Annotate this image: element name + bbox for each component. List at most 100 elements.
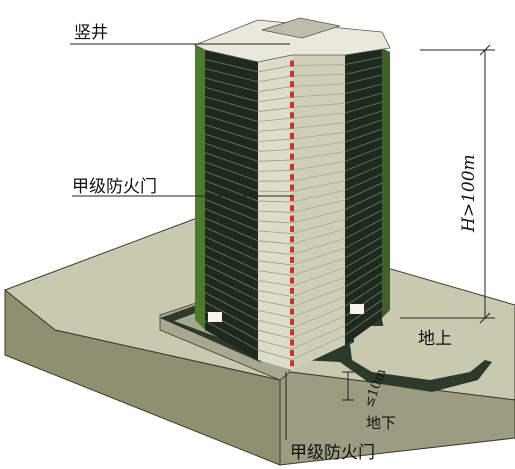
floor-line [291, 267, 346, 287]
shaft-fire-door [290, 308, 294, 315]
floor-line [344, 74, 383, 85]
floor-line [257, 270, 293, 276]
floor-line [204, 180, 259, 202]
floor-line [344, 281, 383, 307]
floor-line [291, 180, 346, 192]
floor-line [257, 349, 293, 360]
floor-line [344, 155, 383, 172]
shaft-fire-door [290, 174, 294, 181]
floor-line [204, 114, 259, 132]
floor-line [344, 83, 383, 95]
floor-line [204, 142, 259, 162]
shaft-fire-door [290, 163, 294, 170]
floor-line [344, 236, 383, 259]
floor-line [291, 334, 346, 360]
floor-line [204, 170, 259, 192]
shaft-fire-door [290, 277, 294, 284]
floor-line [257, 240, 293, 245]
floor-line [344, 92, 383, 104]
floor-line [257, 290, 293, 297]
shaft-fire-door [290, 246, 294, 253]
floor-line [257, 339, 293, 350]
floor-line [291, 257, 346, 276]
floor-line [204, 273, 259, 301]
floor-line [204, 320, 259, 351]
floor-line [344, 191, 383, 211]
floor-line [204, 96, 259, 113]
tower-left-wing-side [195, 45, 205, 330]
shaft-fire-door [290, 70, 294, 77]
floor-line [291, 296, 346, 318]
floor-line [344, 308, 383, 336]
tower-center-face [258, 55, 292, 370]
tower [194, 17, 391, 370]
floor-line [291, 93, 346, 98]
floor-line [257, 280, 293, 287]
floor-line [257, 107, 293, 113]
floor-line [344, 218, 383, 240]
floor-line [344, 119, 383, 133]
floor-line [204, 198, 259, 222]
label-above-ground: 地上 [418, 329, 452, 349]
floor-line [257, 250, 293, 255]
floor-line [344, 101, 383, 114]
floor-line [204, 217, 259, 242]
height-tick-top-slash [479, 44, 491, 56]
shaft-fire-door [290, 329, 294, 336]
shaft-fire-door [290, 256, 294, 263]
floor-line [344, 137, 383, 153]
floor-line [291, 238, 346, 255]
shaft-fire-door [290, 225, 294, 232]
floor-line [344, 164, 383, 182]
floor-line [344, 254, 383, 278]
shaft-fire-door [290, 132, 294, 139]
floor-line [204, 208, 259, 232]
floor-line [204, 86, 259, 103]
label-below-ground: 地下 [366, 414, 396, 432]
floor-line [257, 117, 293, 122]
shaft-fire-door [290, 81, 294, 88]
label-door-lower: 甲级防火门 [290, 443, 375, 463]
floor-line [204, 245, 259, 271]
floor-line [344, 146, 383, 162]
floor-line [257, 170, 293, 172]
floor-line [291, 325, 346, 350]
floor-line [291, 151, 346, 161]
base-opening-left [208, 312, 222, 322]
floor-line [344, 173, 383, 191]
shaft-fire-door [290, 112, 294, 119]
floor-line [257, 128, 293, 132]
tower-center-right-face [292, 55, 345, 370]
floor-line [204, 282, 259, 311]
floor-line [204, 264, 259, 291]
floor-line [204, 68, 259, 83]
floor-line [291, 228, 346, 245]
shaft-fire-door [290, 122, 294, 129]
tower-right-wing-face [345, 48, 382, 345]
floor-lines [204, 56, 383, 360]
floor-line [291, 247, 346, 266]
floor-line [291, 209, 346, 224]
base-opening-right [350, 304, 364, 314]
floor-line [291, 122, 346, 129]
height-tick-bottom-slash [479, 312, 491, 324]
floor-line [291, 315, 346, 339]
floor-line [291, 83, 346, 87]
floor-line [257, 149, 293, 152]
floor-line [291, 102, 346, 108]
floor-line [344, 65, 383, 75]
floor-line [344, 272, 383, 298]
floor-line [257, 65, 293, 73]
floor-line [291, 170, 346, 182]
floor-line [204, 301, 259, 331]
label-height: H>100m [459, 154, 479, 233]
floor-line [204, 292, 259, 321]
floor-line [291, 305, 346, 329]
shaft-fire-doors [290, 60, 294, 367]
floor-line [291, 218, 346, 234]
floor-line [344, 245, 383, 269]
floor-line [204, 124, 259, 142]
floor-line [257, 138, 293, 142]
floor-line [204, 133, 259, 152]
floor-line [291, 73, 346, 77]
